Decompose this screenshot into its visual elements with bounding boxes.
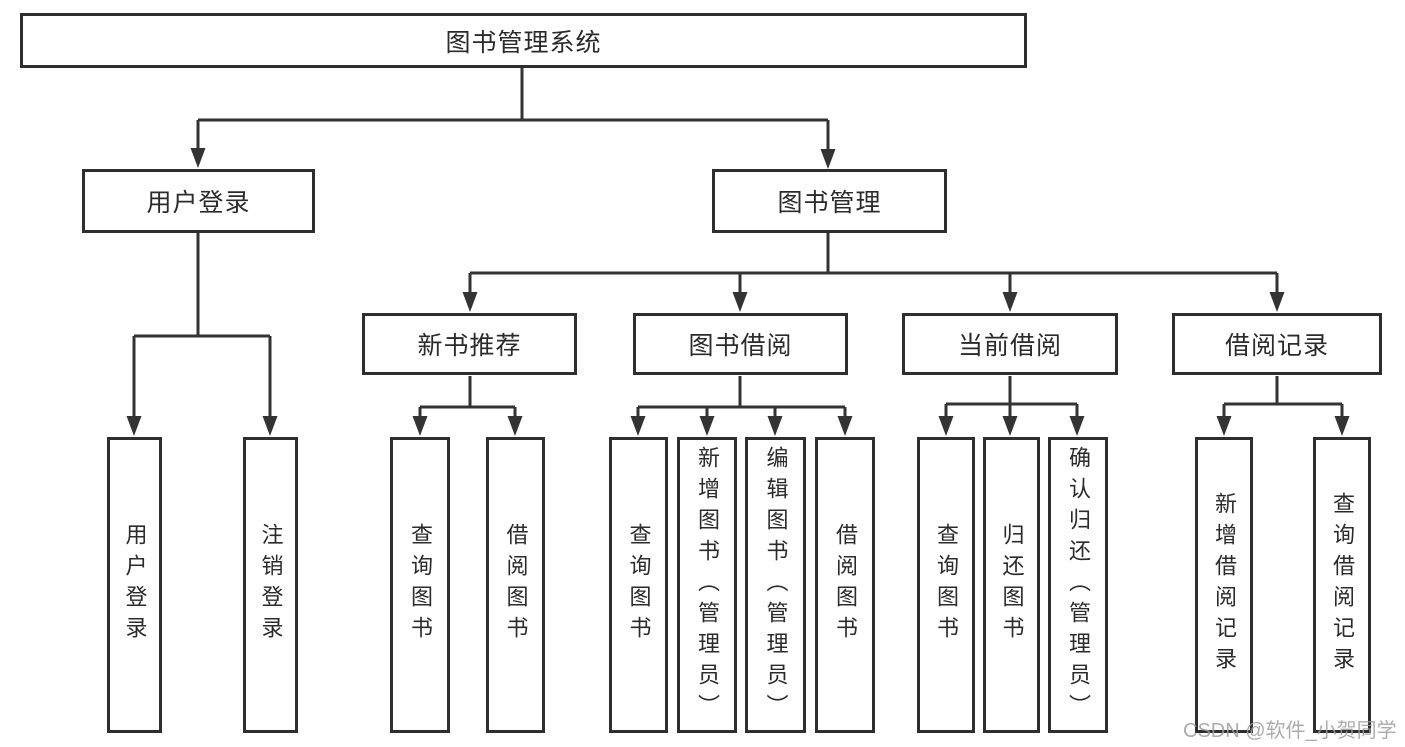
leaf-newbook-borrow: 借阅图书 [486,437,545,733]
leaf-borrow-edit-admin: 编辑图书（管理员） [745,437,806,733]
node-book-borrow: 图书借阅 [633,313,848,375]
leaf-label: 借阅图书 [503,523,529,647]
node-user-login: 用户登录 [82,169,315,233]
csdn-watermark: CSDN @软件_小贺同学 [1183,720,1397,742]
leaf-label: 新增借阅记录 [1212,492,1237,678]
leaf-label: 查询图书 [626,523,652,647]
leaf-records-query: 查询借阅记录 [1313,437,1371,733]
node-label: 借阅记录 [1224,332,1329,360]
node-new-book-recommend: 新书推荐 [362,313,577,375]
node-book-management: 图书管理 [712,169,947,233]
leaf-user-login: 用户登录 [107,437,162,733]
node-label: 用户登录 [146,189,251,217]
leaf-label: 编辑图书（管理员） [763,445,789,725]
leaf-label: 查询图书 [408,523,433,647]
leaf-label: 借阅图书 [833,523,858,647]
node-label: 图书管理 [777,189,882,217]
leaf-label: 查询图书 [934,523,959,647]
node-label: 当前借阅 [957,332,1062,360]
leaf-current-return: 归还图书 [983,437,1040,733]
leaf-label: 确认归还（管理员） [1066,445,1091,725]
leaf-current-query: 查询图书 [917,437,975,733]
leaf-logout: 注销登录 [243,437,298,733]
leaf-label: 归还图书 [999,523,1025,647]
node-root: 图书管理系统 [20,13,1027,68]
node-label: 新书推荐 [417,332,522,360]
leaf-newbook-query: 查询图书 [390,437,450,733]
leaf-records-add: 新增借阅记录 [1195,437,1253,733]
node-label: 图书管理系统 [445,28,602,57]
leaf-borrow-borrow: 借阅图书 [815,437,875,733]
leaf-borrow-query: 查询图书 [609,437,668,733]
leaf-borrow-add-admin: 新增图书（管理员） [677,437,737,733]
node-borrow-records: 借阅记录 [1172,313,1382,375]
leaf-label: 新增图书（管理员） [695,445,720,725]
leaf-label: 注销登录 [258,523,284,647]
node-current-borrow: 当前借阅 [902,313,1118,375]
node-label: 图书借阅 [688,332,793,360]
leaf-label: 查询借阅记录 [1330,492,1355,678]
leaf-label: 用户登录 [122,523,148,647]
leaf-current-confirm-admin: 确认归还（管理员） [1048,437,1108,733]
